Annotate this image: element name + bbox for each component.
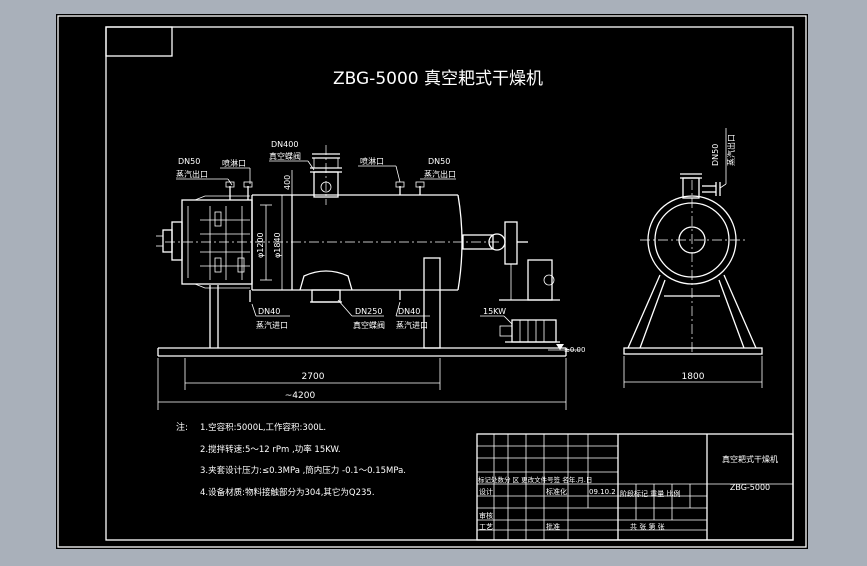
note-item: 4.设备材质:物料接触部分为304,其它为Q235. [200,487,375,498]
sheet-background [56,14,808,549]
dim-4200-label: ~4200 [285,391,316,401]
title-block-sheets: 共 张 第 张 [630,522,665,531]
front-view-labels: DN50 蒸汽出口 喷淋口 DN400 真空蝶阀 喷淋口 DN50 蒸汽出口 4… [176,140,513,401]
dn50-left-label: DN50 [178,157,200,166]
side-view [623,173,763,388]
motor-power-label: 15KW [483,307,506,316]
steam-outlet-left-label: 蒸汽出口 [176,169,208,179]
vacuum-valve-bottom-label: 真空蝶阀 [353,320,385,330]
title-block: 真空耙式干燥机 ZBG-5000 标记处数分 区 更改文件号签 名年.月.日 设… [476,433,794,541]
corner-box [105,26,173,57]
side-steam-outlet-label: 蒸汽出口 [726,134,736,166]
title-block-standardization: 标准化 [546,487,567,496]
steam-inlet-right-label: 蒸汽进口 [396,320,428,330]
technical-notes: 注: 1.空容积:5000L,工作容积:300L. 2.搅拌转速:5～12 rP… [176,421,406,498]
title-block-process: 工艺 [479,523,493,531]
side-dn50-label: DN50 [711,144,720,166]
sheet-outer-border [57,15,807,548]
dia-1840-label: φ1840 [273,232,282,258]
drawing-title: ZBG-5000 真空耙式干燥机 [333,69,543,89]
dia-1200-label: φ1200 [256,232,265,258]
spray-port-left-label: 喷淋口 [222,158,246,168]
front-view: ±0.00 [156,145,585,410]
elevation-label: ±0.00 [564,346,585,354]
steam-outlet-right-label: 蒸汽出口 [424,169,456,179]
title-block-drawing-code: ZBG-5000 [730,483,770,492]
note-item: 2.搅拌转速:5～12 rPm ,功率 15KW. [200,444,341,455]
dim-2700-label: 2700 [302,372,325,382]
title-block-revision-header: 标记处数分 区 更改文件号签 名年.月.日 [478,475,592,484]
note-item: 3.夹套设计压力:≤0.3MPa ,筒内压力 -0.1～0.15MPa. [200,465,406,476]
title-block-date: 09.10.2 [589,488,616,496]
note-item: 1.空容积:5000L,工作容积:300L. [200,422,326,433]
side-view-labels: DN50 蒸汽出口 1800 [682,128,736,382]
steam-inlet-left-label: 蒸汽进口 [256,320,288,330]
sheet-inner-frame [105,26,794,541]
vacuum-valve-top-label: 真空蝶阀 [269,151,301,161]
spray-port-right-label: 喷淋口 [360,156,384,166]
title-block-design: 设计 [479,487,493,496]
title-block-approve: 批准 [546,522,560,531]
title-block-review: 审核 [479,511,493,520]
dn50-right-label: DN50 [428,157,450,166]
dim-1800-label: 1800 [682,372,705,382]
notes-heading: 注: [176,421,188,433]
title-block-stage-header: 阶段标记 重量 比例 [620,489,680,498]
dn400-label: DN400 [271,140,298,149]
dn250-label: DN250 [355,307,382,316]
dn40-left-label: DN40 [258,307,280,316]
title-block-drawing-name: 真空耙式干燥机 [722,454,778,464]
dim-400-label: 400 [283,175,292,190]
dn40-right-label: DN40 [398,307,420,316]
